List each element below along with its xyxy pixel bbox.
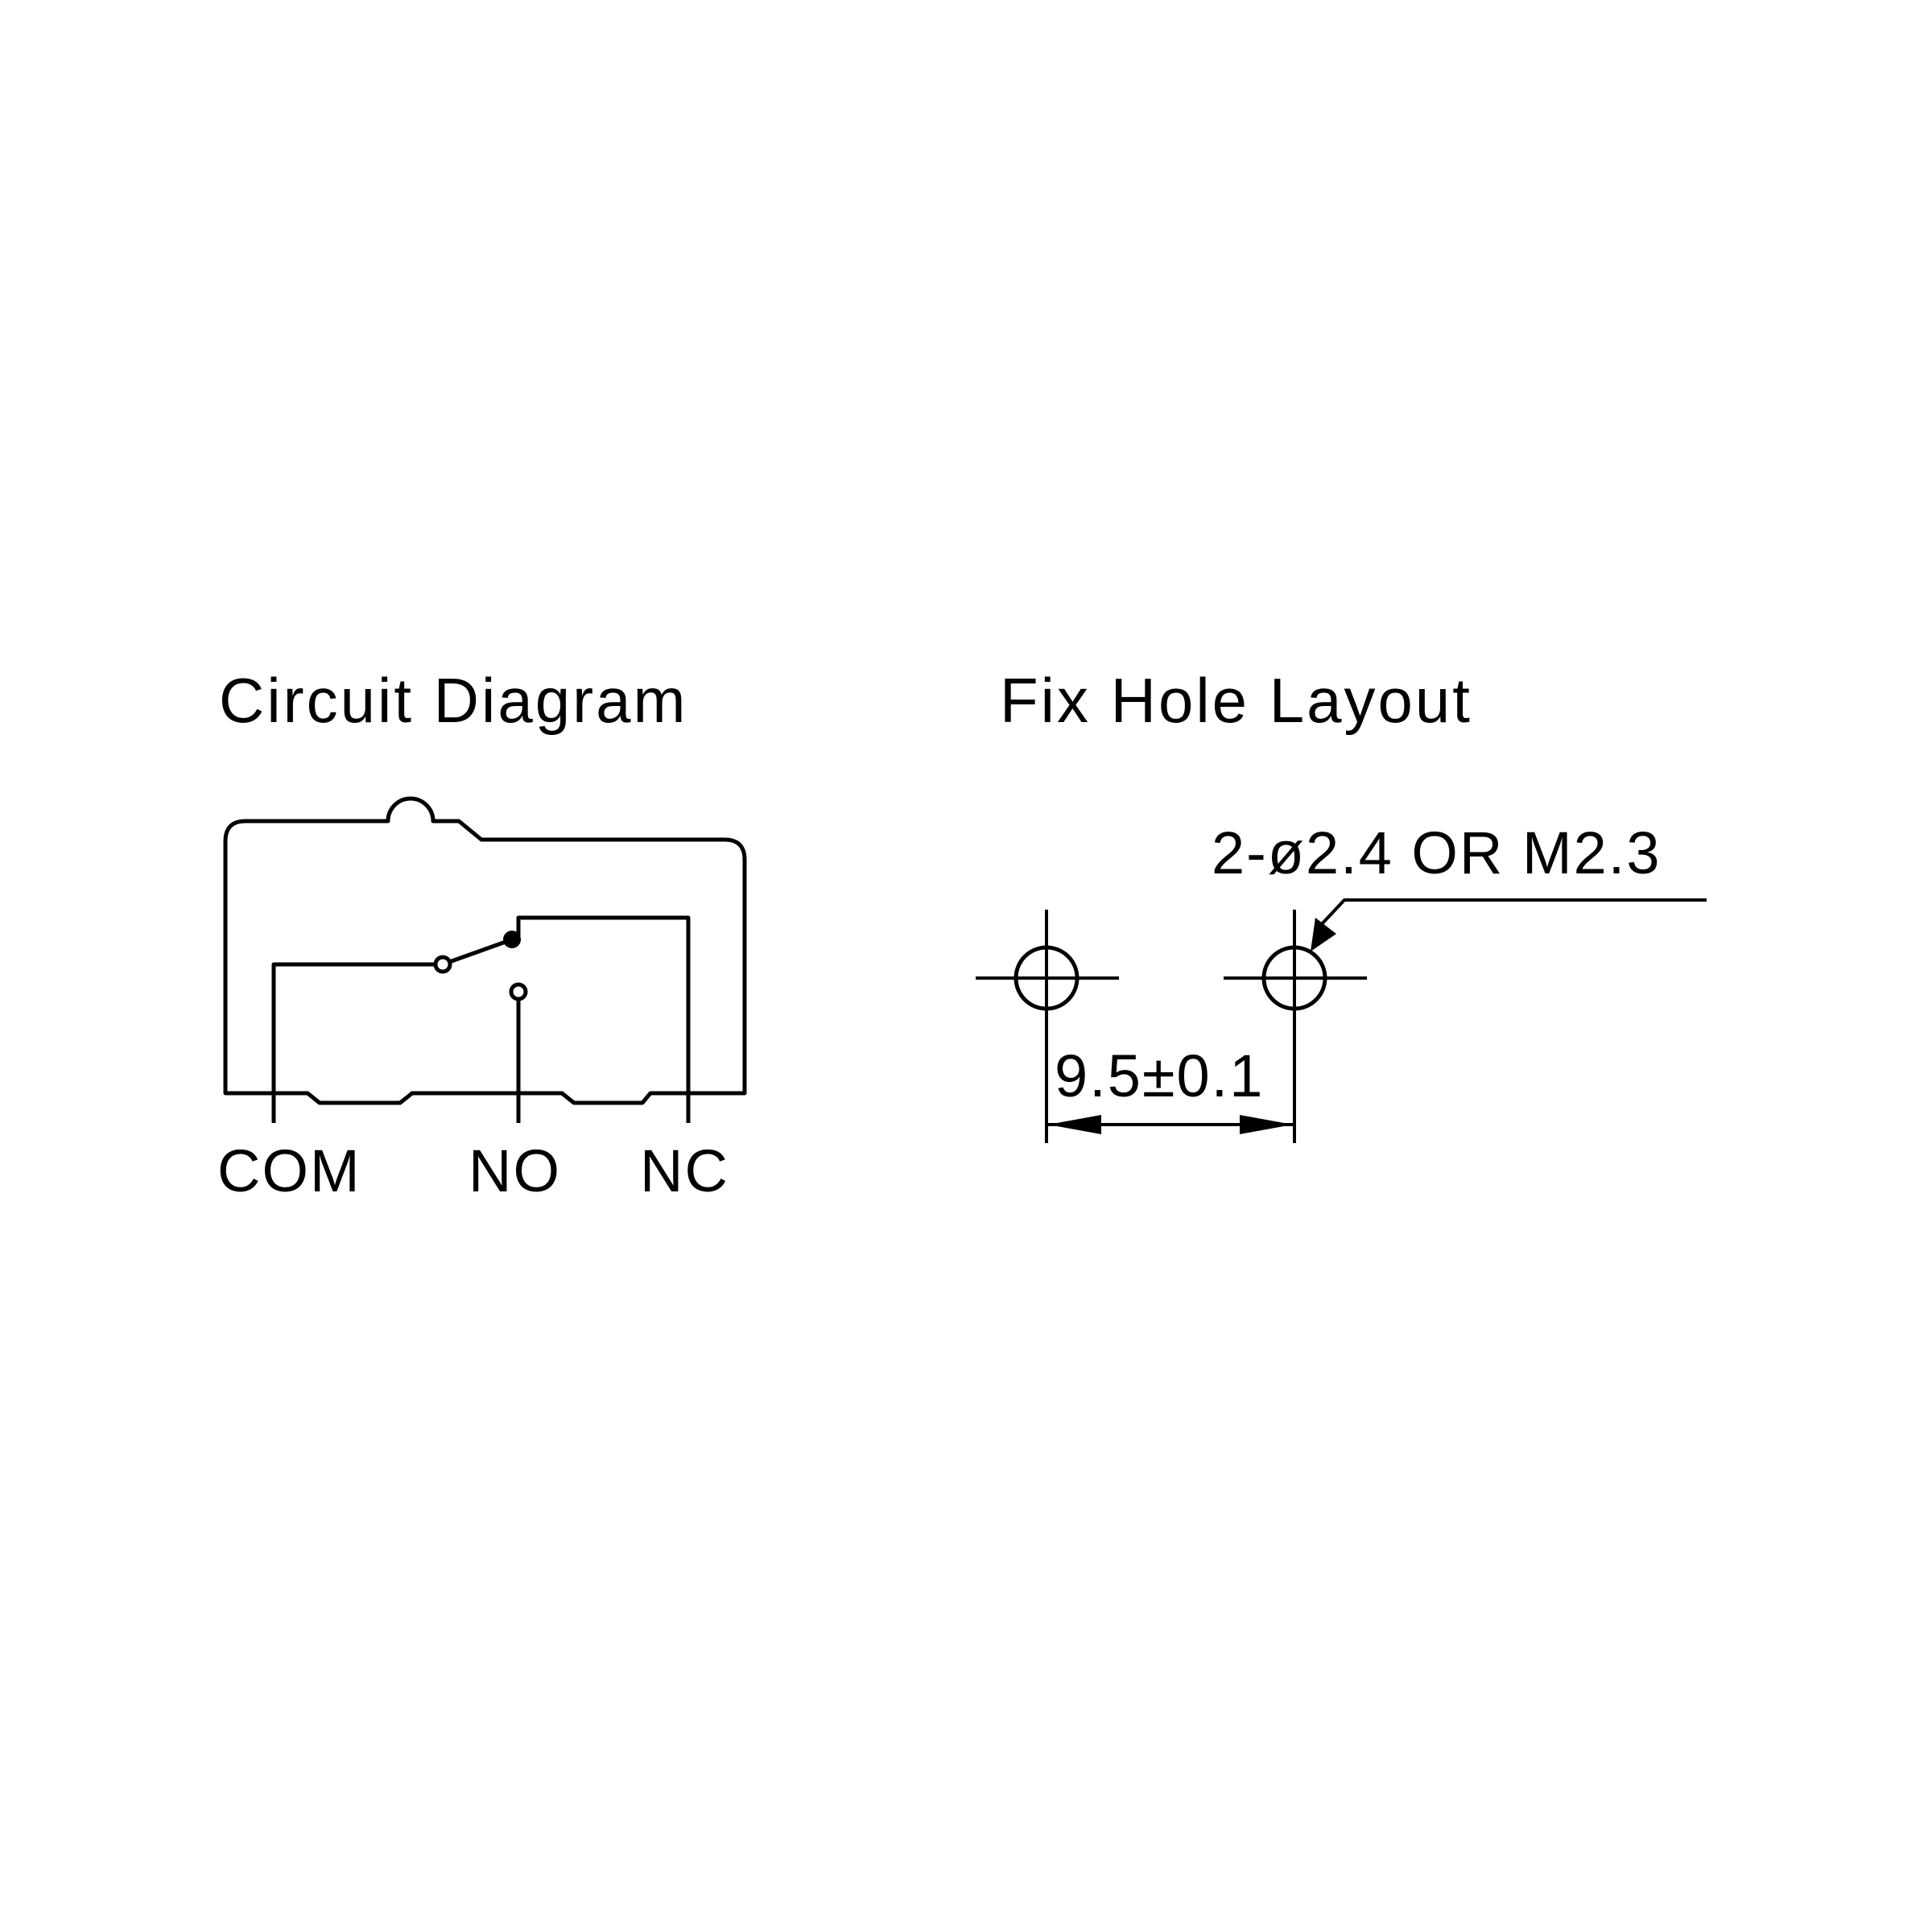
circuit-diagram-title: Circuit Diagram [219, 665, 687, 736]
hole-spec-leader [1311, 898, 1707, 952]
terminal-label-nc: NC [640, 1137, 729, 1204]
nc-lead-wire [516, 915, 691, 1123]
fix-hole-layout: Fix Hole Layout 2-ø2.4 OR M2.3 9.5±0.1 [976, 665, 1707, 1143]
terminal-label-com: COM [217, 1137, 361, 1204]
leader-line [1319, 898, 1707, 927]
dimension-arrow-left [1048, 1115, 1101, 1134]
switch-housing-outline [223, 796, 747, 1105]
no-contact [509, 982, 528, 1001]
com-contact [433, 955, 452, 974]
moving-contact-blade [448, 939, 506, 964]
hole-spec-label: 2-ø2.4 OR M2.3 [1212, 819, 1662, 886]
com-lead-wire [271, 962, 436, 1123]
leader-arrowhead [1311, 918, 1336, 952]
hole-left-circle [1013, 945, 1080, 1011]
fix-hole-layout-title: Fix Hole Layout [1000, 665, 1472, 736]
terminal-label-no: NO [469, 1137, 561, 1204]
circuit-diagram: Circuit Diagram COM NO NC [217, 665, 747, 1204]
hole-right-circle [1261, 945, 1327, 1011]
spacing-dimension-label: 9.5±0.1 [1055, 1042, 1264, 1109]
fix-hole-left [976, 910, 1119, 1143]
fix-hole-right [1224, 910, 1367, 1143]
spacing-dimension [1046, 1115, 1294, 1134]
dimension-arrow-right [1240, 1115, 1293, 1134]
